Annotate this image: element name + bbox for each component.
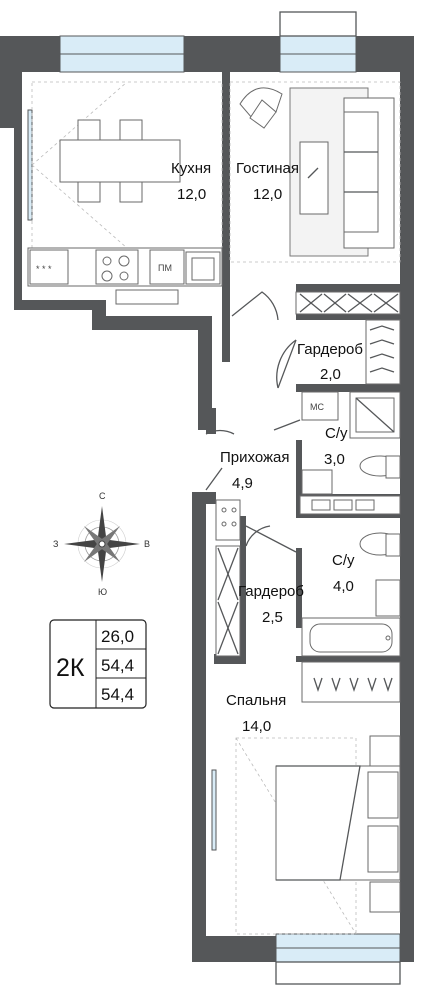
wardrobe2-name: Гардероб [238,583,304,600]
compass-west: З [53,539,58,549]
windows [27,11,401,985]
room-labels: Кухня 12,0 Гостиная 12,0 Гардероб 2,0 С/… [171,160,363,735]
hall-area: 4,9 [232,475,253,492]
wardrobe1-name: Гардероб [297,341,363,358]
compass: С Ю З В [53,491,150,597]
wardrobe1-furniture [295,291,401,385]
kitchen-name: Кухня [171,160,211,177]
kitchen-furniture: * * * ПМ [27,81,223,305]
compass-east: В [144,539,150,549]
cooktop-dots: * * * [36,264,52,274]
bedroom-name: Спальня [226,692,286,709]
summary-badge: 2К 26,0 54,4 54,4 [49,619,147,709]
apartment-type: 2К [56,654,85,682]
doors [205,291,301,553]
hall-name: Прихожая [220,449,290,466]
hall-furniture [215,499,401,703]
bath1-area: 3,0 [324,451,345,468]
bath2-fixtures [301,532,401,657]
living-area-value: 26,0 [101,627,134,646]
wardrobe2-area: 2,5 [262,609,283,626]
bath1-fixtures: МС [299,391,401,515]
bath2-area: 4,0 [333,578,354,595]
wardrobe1-area: 2,0 [320,366,341,383]
living-furniture [229,81,401,263]
bedroom-area: 14,0 [242,718,271,735]
bath2-name: С/у [332,552,355,569]
total-area-value: 54,4 [101,656,134,675]
bath1-name: С/у [325,425,348,442]
bedroom-furniture [235,735,401,935]
compass-north: С [99,491,106,501]
dishwasher-label: ПМ [158,263,172,273]
kitchen-area: 12,0 [177,186,206,203]
living-area: 12,0 [253,186,282,203]
total-area-balcony-value: 54,4 [101,685,134,704]
living-name: Гостиная [236,160,299,177]
compass-south: Ю [98,587,107,597]
washing-machine-label: МС [310,402,324,412]
